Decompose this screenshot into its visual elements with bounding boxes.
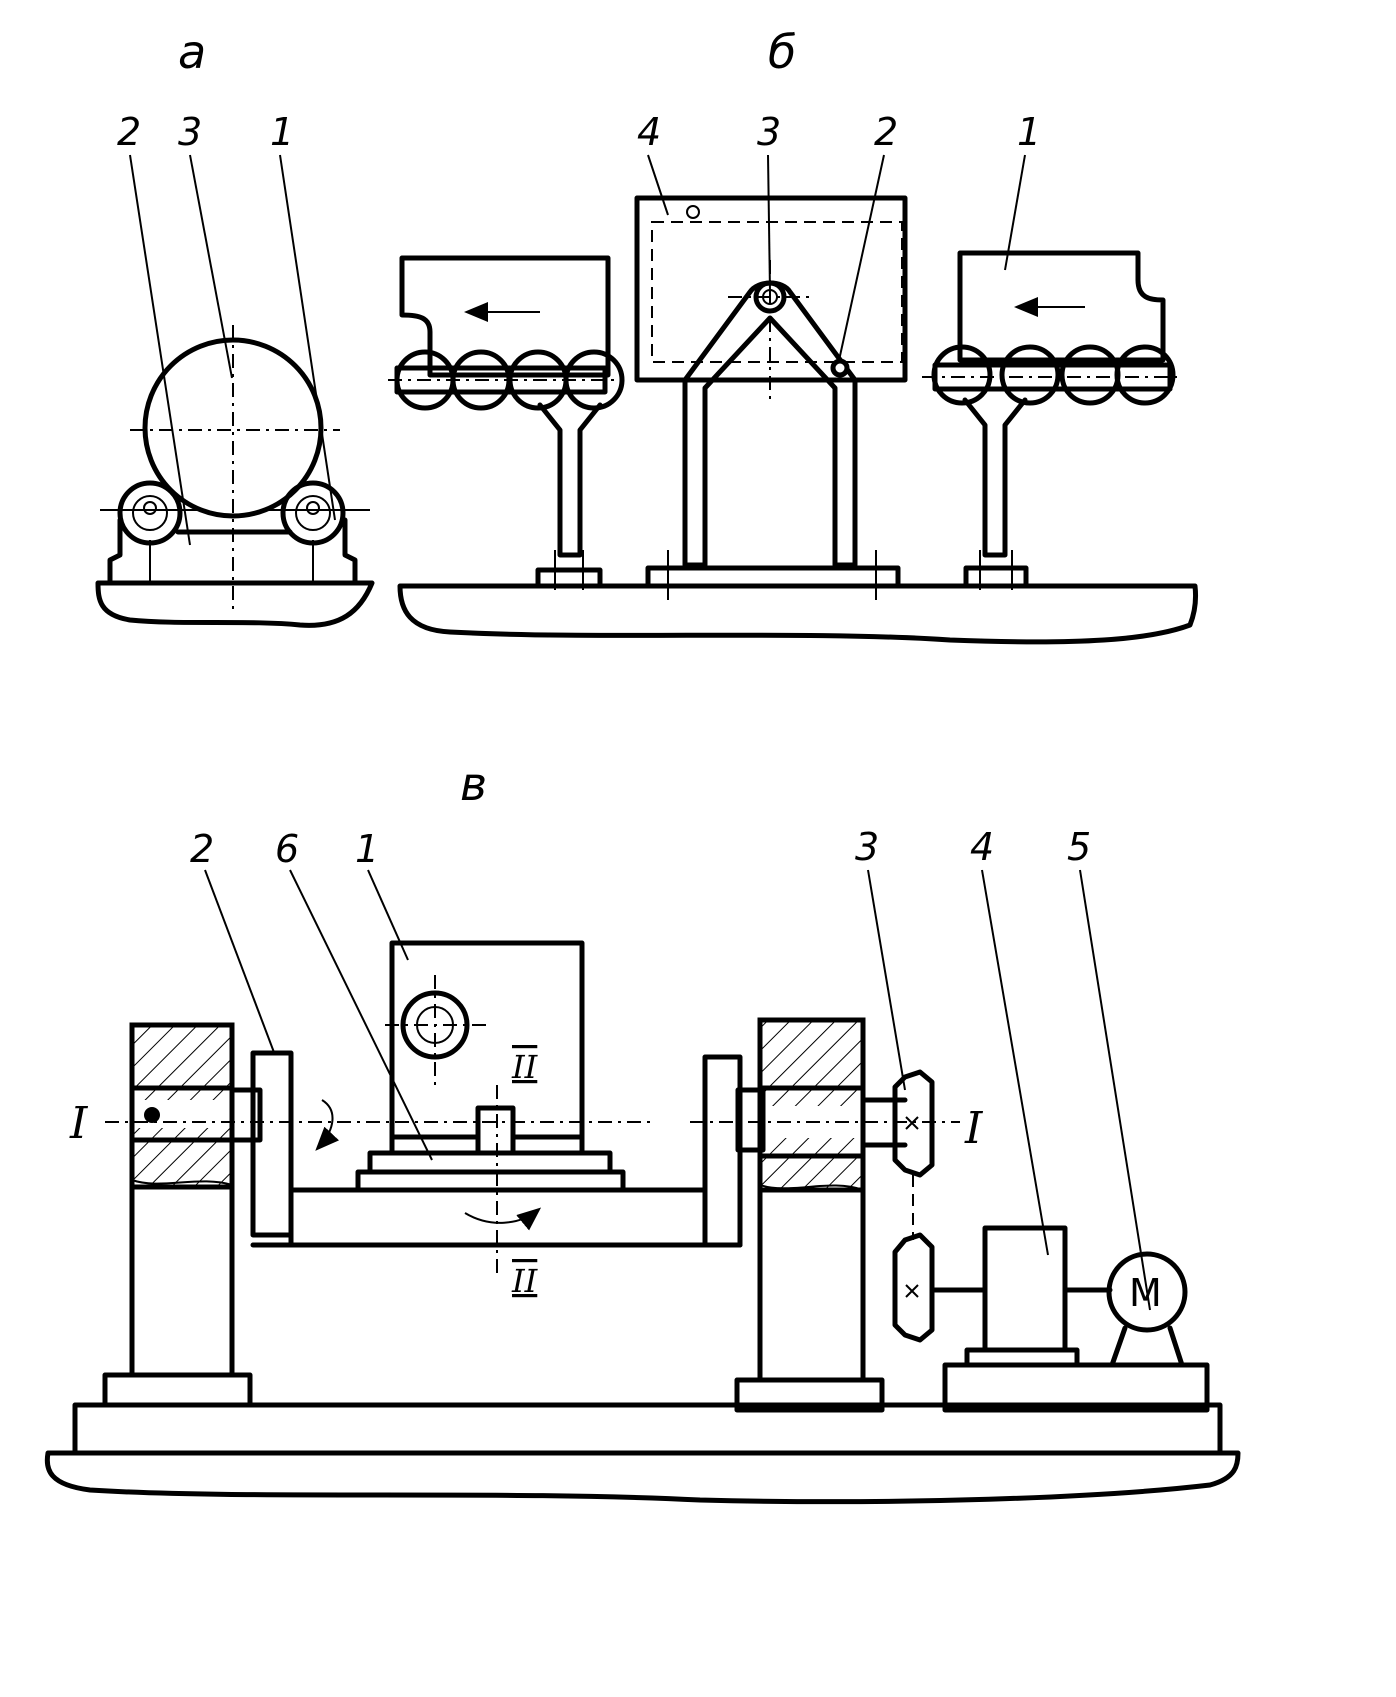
workpiece-1: [385, 940, 585, 1156]
leader-line: [647, 154, 669, 216]
right-bearing-housing: [734, 1017, 885, 1413]
leader-line: [367, 869, 409, 961]
leader-line: [279, 154, 336, 521]
leader-line: [981, 869, 1049, 1256]
rotating-cradle: [250, 1050, 743, 1248]
left-shaft: [229, 1087, 263, 1143]
panel-b-title: б: [768, 25, 796, 79]
panel-b-callout-3: 3: [757, 110, 781, 154]
left-bearing-housing: [102, 1022, 253, 1408]
leader-line: [867, 869, 906, 1091]
panel-b-callout-4: 4: [637, 110, 661, 154]
cylindrical-workpiece: [142, 337, 324, 519]
panel-c: в 2 6 1 3 4 5: [44, 757, 1241, 1505]
tilting-fixture: [634, 195, 908, 600]
electric-motor: [1106, 1251, 1188, 1333]
conveyor-post: [962, 397, 1028, 558]
ground-c: [44, 1450, 1241, 1505]
left-workpiece: [399, 255, 611, 378]
panel-a-title: а: [178, 25, 206, 79]
panel-a-callout-3: 3: [178, 110, 202, 154]
panel-c-callout-2: 2: [190, 827, 214, 871]
post-foot: [963, 565, 1029, 589]
leader-line: [837, 154, 885, 366]
leader-line: [1079, 869, 1151, 1311]
panel-c-callout-6: 6: [275, 827, 299, 871]
panel-a: а 2 3 1: [95, 25, 375, 628]
panel-c-callout-1: 1: [355, 827, 379, 871]
leader-line: [129, 154, 191, 546]
panel-a-callout-1: 1: [270, 110, 294, 154]
rotation-arrow-I: [315, 1099, 339, 1151]
panel-c-callout-5: 5: [1067, 825, 1091, 869]
lower-sprocket: [892, 1232, 935, 1343]
right-roller-conveyor: [922, 250, 1180, 590]
fixture-base: [645, 565, 901, 589]
panel-b-callout-2: 2: [874, 110, 898, 154]
a-frame-stand: [682, 280, 858, 568]
rotation-arrow-II: [464, 1207, 542, 1231]
right-workpiece: [957, 250, 1166, 363]
conveyor-post: [537, 402, 603, 558]
leader-line: [289, 869, 433, 1161]
motor-legs: [1109, 1325, 1185, 1368]
ground-b: [397, 583, 1198, 645]
panel-c-title: в: [460, 757, 487, 811]
gear-reducer: [982, 1225, 1068, 1353]
panel-c-callout-3: 3: [855, 825, 879, 869]
panel-b: б 4 3 2 1: [388, 25, 1198, 645]
panel-c-callout-4: 4: [970, 825, 994, 869]
panel-b-callout-1: 1: [1017, 110, 1041, 154]
ground-a: [95, 580, 375, 628]
hidden-outline: [651, 221, 903, 363]
drive-platform: [942, 1362, 1210, 1413]
axis-II-label-bottom: II: [511, 1262, 539, 1300]
left-roller-conveyor: [388, 255, 625, 590]
axis-I-label-right: I: [964, 1103, 984, 1154]
axis-I-label-left: I: [69, 1098, 89, 1149]
leader-line: [204, 869, 276, 1056]
stop-2: [830, 358, 850, 378]
hole: [686, 205, 700, 219]
axis-II-label-top: II: [511, 1048, 539, 1086]
panel-a-callout-2: 2: [117, 110, 141, 154]
upper-sprocket: [892, 1069, 935, 1178]
motor-label: M: [1129, 1271, 1162, 1315]
